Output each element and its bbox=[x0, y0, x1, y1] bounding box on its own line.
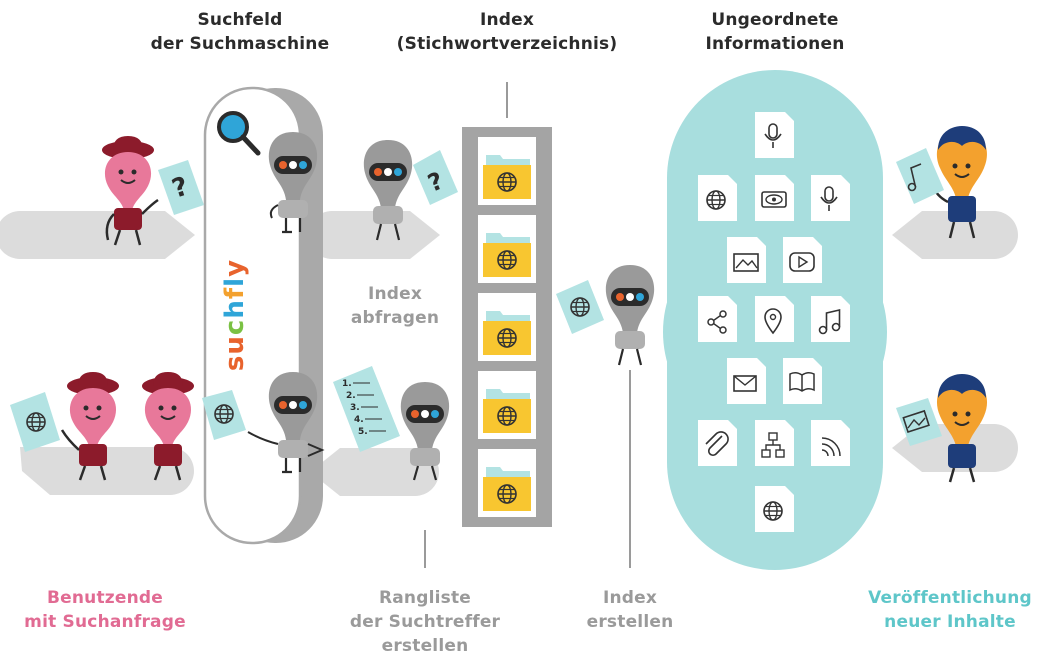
publish-label-line2: neuer Inhalte bbox=[884, 612, 1016, 632]
doc-image-icon bbox=[727, 237, 766, 283]
doc-book-icon bbox=[783, 358, 822, 404]
index-build-label-line1: Index bbox=[602, 588, 658, 608]
index-query-label: Index abfragen bbox=[340, 282, 450, 330]
unordered-info-label-line2: Informationen bbox=[705, 34, 845, 54]
result-arrow-left bbox=[20, 447, 194, 495]
index-label-line2: (Stichwortverzeichnis) bbox=[396, 34, 618, 54]
index-query-label-line2: abfragen bbox=[350, 308, 440, 328]
doc-music-note-icon bbox=[811, 296, 850, 342]
publish-arrow-left-top bbox=[892, 211, 1018, 259]
doc-rss-icon bbox=[811, 420, 850, 466]
searchfield-label-line2: der Suchmaschine bbox=[150, 34, 330, 54]
index-folder-5 bbox=[480, 454, 534, 514]
index-label-line1: Index bbox=[479, 10, 535, 30]
searchfield-label: Suchfeld der Suchmaschine bbox=[150, 8, 330, 56]
publish-label: Veröffentlichung neuer Inhalte bbox=[862, 586, 1038, 634]
doc-location-pin-icon bbox=[755, 296, 794, 342]
index-build-paper-icon bbox=[556, 280, 604, 334]
unordered-info-label-line1: Ungeordnete bbox=[711, 10, 839, 30]
creator-image-paper-icon bbox=[896, 398, 942, 446]
doc-globe-icon-2 bbox=[755, 486, 794, 532]
ranking-label-line3: erstellen bbox=[381, 636, 469, 656]
index-folder-4 bbox=[480, 376, 534, 436]
robot-index-build bbox=[605, 265, 655, 366]
robot-ranking bbox=[400, 382, 450, 481]
user-character-bottom-a bbox=[60, 372, 119, 481]
doc-eye-icon bbox=[755, 175, 794, 221]
searchfield-label-line1: Suchfeld bbox=[197, 10, 283, 30]
robot-searchfield-bottom bbox=[247, 372, 325, 474]
magnifier-icon bbox=[217, 111, 261, 156]
ranking-arrow-left bbox=[310, 448, 439, 496]
users-label: Benutzende mit Suchanfrage bbox=[20, 586, 190, 634]
index-folder-1 bbox=[480, 142, 534, 202]
creator-music-paper-icon bbox=[896, 148, 944, 204]
doc-play-icon bbox=[783, 237, 822, 283]
index-folder-3 bbox=[480, 298, 534, 358]
query-paper-icon: ? bbox=[158, 160, 204, 215]
unordered-info-label: Ungeordnete Informationen bbox=[690, 8, 860, 56]
index-build-label-line2: erstellen bbox=[586, 612, 674, 632]
users-label-line2: mit Suchanfrage bbox=[24, 612, 186, 632]
ranking-list-paper-icon: 1. 2. 3. 4. 5. bbox=[333, 366, 400, 452]
creator-character-bottom bbox=[936, 374, 988, 483]
robot-index-query bbox=[363, 140, 413, 241]
rank-3-text: 3. bbox=[350, 403, 360, 413]
index-build-label: Index erstellen bbox=[580, 586, 680, 634]
index-query-label-line1: Index bbox=[367, 284, 423, 304]
index-query-arrow bbox=[308, 211, 440, 259]
users-label-line1: Benutzende bbox=[46, 588, 164, 608]
rank-4-text: 4. bbox=[354, 415, 364, 425]
result-paper-icon-left bbox=[10, 392, 60, 452]
index-folder-2 bbox=[480, 220, 534, 280]
robot-searchfield-top bbox=[268, 132, 318, 234]
ranking-label: Rangliste der Suchtreffer erstellen bbox=[345, 586, 505, 658]
doc-sitemap-icon bbox=[755, 420, 794, 466]
user-character-bottom-b bbox=[142, 372, 194, 481]
rank-2-text: 2. bbox=[346, 391, 356, 401]
doc-share-icon bbox=[698, 296, 737, 342]
doc-globe-icon-1 bbox=[698, 175, 737, 221]
publish-label-line1: Veröffentlichung bbox=[868, 588, 1032, 608]
doc-microphone-icon-1 bbox=[755, 112, 794, 158]
ranking-label-line2: der Suchtreffer bbox=[349, 612, 501, 632]
result-paper-icon-right bbox=[202, 390, 246, 440]
doc-microphone-icon-2 bbox=[811, 175, 850, 221]
creator-character-top bbox=[930, 126, 988, 239]
query-arrow-right bbox=[0, 211, 195, 259]
user-character-top bbox=[102, 136, 159, 246]
rank-5-text: 5. bbox=[358, 427, 368, 437]
suchfly-logo: suchfly bbox=[220, 259, 250, 371]
doc-paperclip-icon bbox=[698, 420, 737, 466]
ranking-label-line1: Rangliste bbox=[378, 588, 472, 608]
index-label: Index (Stichwortverzeichnis) bbox=[392, 8, 622, 56]
index-shelf bbox=[462, 127, 552, 527]
index-query-paper-icon: ? bbox=[413, 150, 458, 205]
rank-1-text: 1. bbox=[342, 379, 352, 389]
doc-envelope-icon bbox=[727, 358, 766, 404]
